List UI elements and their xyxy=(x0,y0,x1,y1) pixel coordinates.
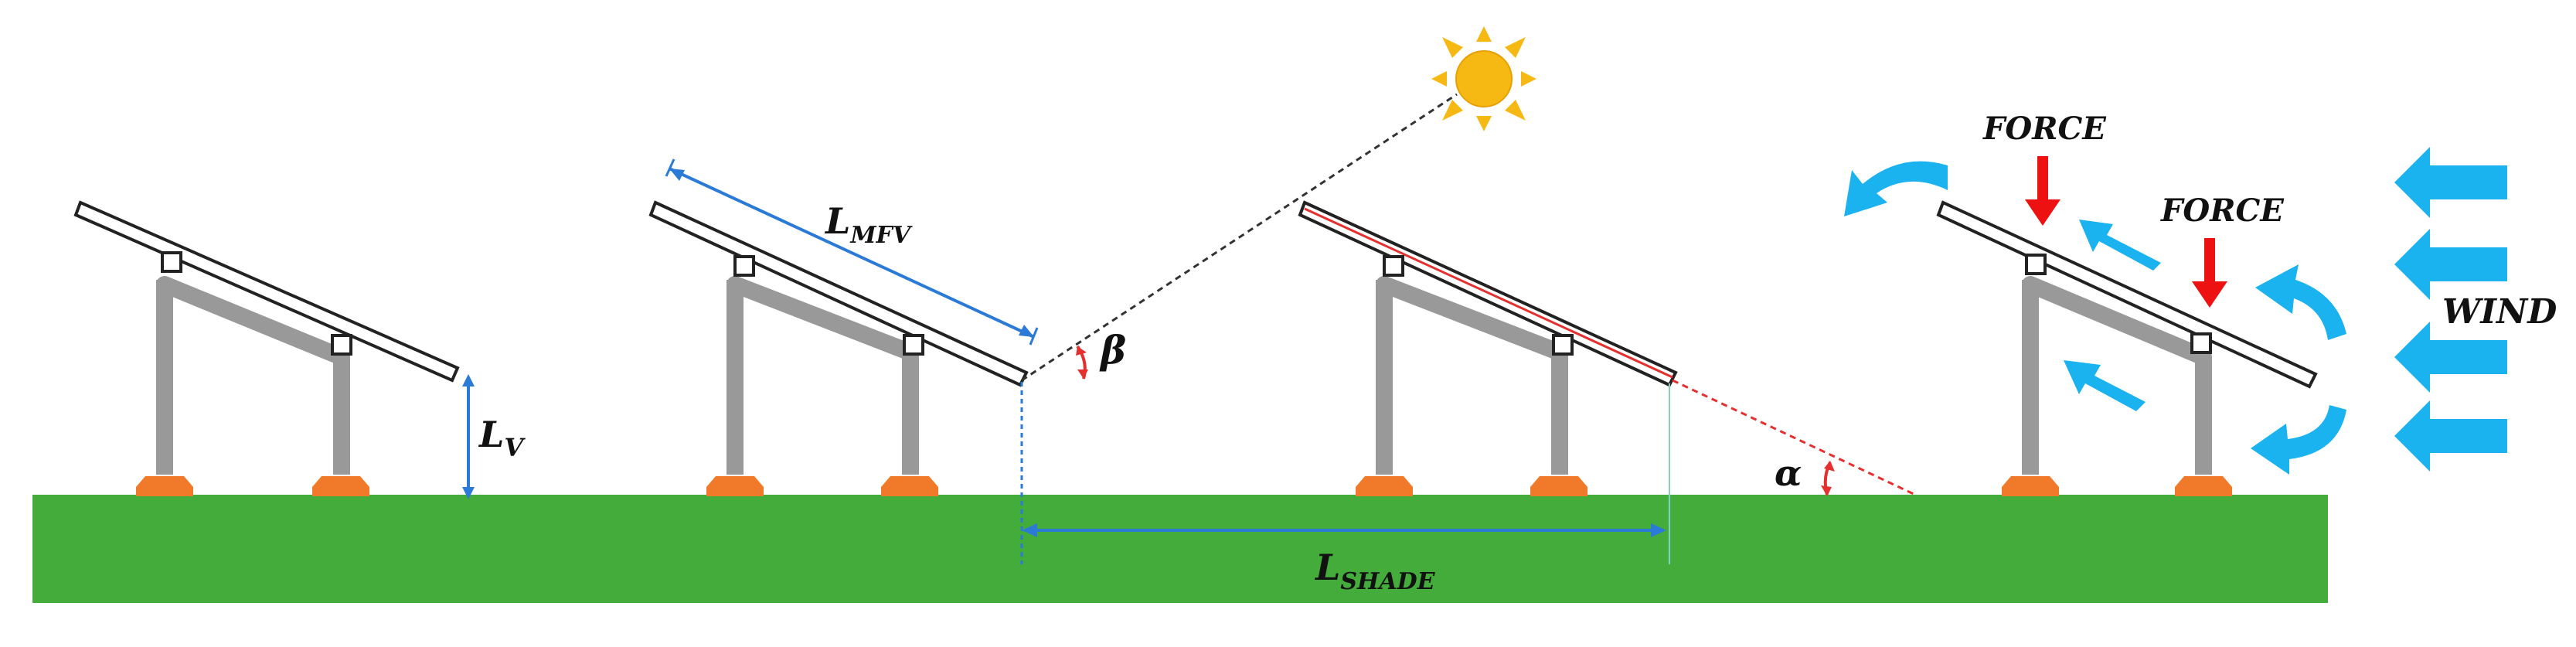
solar-structure-1 xyxy=(73,200,460,496)
ground xyxy=(32,495,2328,603)
solar-structure-4 xyxy=(1936,200,2318,496)
l-shade-label: LSHADE xyxy=(1314,547,1436,595)
solar-structure-2 xyxy=(648,200,1029,496)
wind-label: WIND xyxy=(2442,292,2557,332)
beta-angle: β xyxy=(1076,327,1126,380)
sun-icon xyxy=(1431,26,1536,131)
l-v-label: LV xyxy=(478,414,526,462)
wind-arrow-icon xyxy=(2394,229,2507,300)
wind-arrows xyxy=(2394,147,2507,472)
down-arrow-icon xyxy=(2025,156,2060,226)
wind-flow-arrows xyxy=(1844,161,2346,475)
force-1: FORCE xyxy=(1982,111,2106,226)
l-v-dimension: LV xyxy=(462,374,526,499)
alpha-label: α xyxy=(1775,452,1802,494)
sun-ray xyxy=(1021,93,1458,382)
wind-arrow-icon xyxy=(2394,322,2507,393)
force-2-label: FORCE xyxy=(2160,192,2284,229)
beta-label: β xyxy=(1099,327,1126,373)
l-mfv-label: LMFV xyxy=(824,200,913,249)
shadow-line xyxy=(1672,379,1916,496)
force-2: FORCE xyxy=(2160,192,2284,308)
solar-structure-3 xyxy=(1298,200,1678,496)
down-arrow-icon xyxy=(2192,238,2227,308)
alpha-angle: α xyxy=(1775,452,1835,496)
wind-arrow-icon xyxy=(2394,147,2507,218)
l-mfv-dimension: LMFV xyxy=(665,158,1039,346)
wind-arrow-icon xyxy=(2394,400,2507,472)
force-1-label: FORCE xyxy=(1982,111,2106,147)
l-shade-dimension: LSHADE xyxy=(1022,523,1666,595)
